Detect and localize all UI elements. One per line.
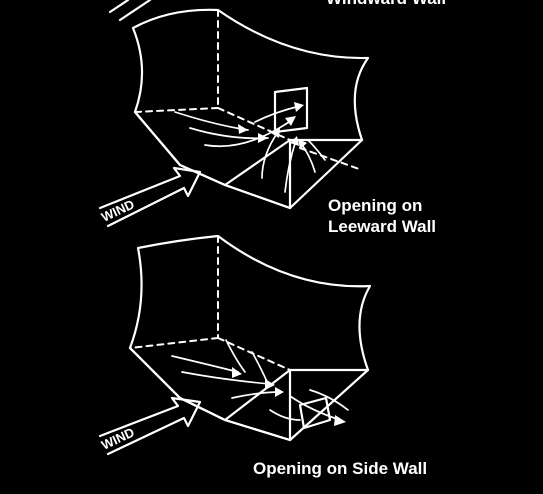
building-leeward-opening [131,8,370,210]
caption-side-wall: Opening on Side Wall [253,459,428,478]
caption-leeward-wall: Opening on Leeward Wall [328,195,436,237]
wind-arrow-lower: WIND [98,396,202,456]
caption-windward-wall: Windward Wall [326,0,446,9]
caption-leeward-line1: Opening on [328,196,423,215]
wind-arrow-upper: WIND [98,166,202,228]
side-wall-window [298,396,332,430]
leeward-window [273,86,309,134]
upper-roof-outline [131,8,370,210]
caption-leeward-line2: Leeward Wall [328,217,437,236]
partial-wind-arrow-top [108,0,152,22]
building-side-opening [128,234,372,442]
lower-roof-outline [128,234,372,442]
